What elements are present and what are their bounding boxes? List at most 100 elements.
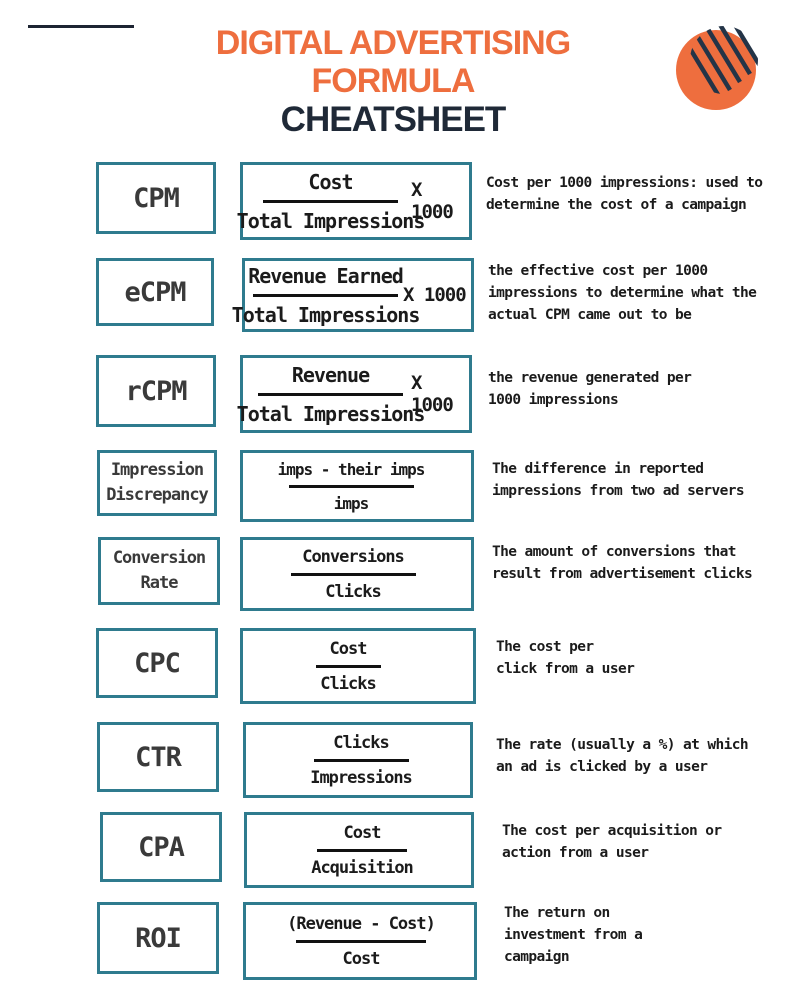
description-line: an ad is clicked by a user	[496, 759, 708, 775]
formula-box: Cost Clicks	[240, 628, 476, 704]
denominator: Total Impressions	[236, 401, 426, 426]
metric-name-line: Impression	[110, 460, 204, 480]
fraction: (Revenue - Cost) Cost	[286, 905, 436, 977]
formula-box: Clicks Impressions	[243, 722, 473, 798]
numerator: Conversions	[302, 546, 405, 567]
metric-description: Cost per 1000 impressions: used to determ…	[486, 172, 763, 216]
description-line: click from a user	[496, 661, 635, 677]
denominator: imps	[333, 493, 370, 513]
formula-box: (Revenue - Cost) Cost	[243, 902, 477, 980]
numerator: Cost	[308, 169, 353, 194]
metric-name-line: Conversion	[112, 548, 206, 568]
metric-name-box: ROI	[97, 902, 219, 974]
numerator: Cost	[329, 638, 368, 659]
description-line: The cost per acquisition or	[502, 823, 722, 839]
metric-name-line: CPC	[134, 647, 181, 679]
multiplier: X 1000	[411, 179, 454, 223]
metric-name-line: Rate	[140, 573, 179, 593]
description-line: action from a user	[502, 845, 649, 861]
denominator: Impressions	[310, 767, 413, 788]
fraction-bar	[258, 392, 403, 396]
fraction-bar	[315, 664, 381, 668]
title-line-3: CHEATSHEET	[280, 100, 507, 139]
denominator: Total Impressions	[236, 208, 426, 233]
description-line: The return on	[504, 905, 610, 921]
denominator: Cost	[342, 948, 381, 969]
numerator: Revenue Earned	[248, 263, 404, 288]
metric-name-line: Discrepancy	[106, 485, 209, 505]
metric-name-box: eCPM	[96, 258, 214, 326]
formula-row: CPC Cost Clicks The cost per click from a…	[0, 628, 800, 704]
formula-row: ROI (Revenue - Cost) Cost The return on i…	[0, 902, 800, 980]
description-line: Cost per 1000 impressions: used to	[486, 175, 763, 191]
fraction: Cost Total Impressions	[237, 165, 426, 237]
formula-box: Conversions Clicks	[240, 537, 474, 611]
description-line: The difference in reported	[492, 461, 704, 477]
circle-stripes-logo-icon	[676, 26, 758, 110]
metric-name-line: CTR	[135, 741, 182, 773]
description-line: determine the cost of a campaign	[486, 197, 747, 213]
metric-description: the revenue generated per 1000 impression…	[488, 367, 692, 411]
formula-box: Cost Total Impressions X 1000	[237, 162, 472, 240]
fraction: Revenue Earned Total Impressions	[232, 261, 421, 329]
fraction-bar	[290, 572, 416, 576]
formula-row: CPA Cost Acquisition The cost per acquis…	[0, 812, 800, 888]
denominator: Total Impressions	[231, 302, 421, 327]
formula-box: Revenue Total Impressions X 1000	[237, 355, 472, 433]
description-line: result from advertisement clicks	[492, 566, 753, 582]
metric-description: The amount of conversions that result fro…	[492, 541, 753, 585]
title-line-1: DIGITAL ADVERTISING	[215, 24, 571, 62]
numerator: Clicks	[333, 732, 389, 753]
metric-name-line: ROI	[135, 922, 182, 954]
fraction-bar	[253, 293, 398, 297]
metric-name-box: CTR	[97, 722, 219, 792]
metric-description: The return on investment from a campaign	[504, 902, 643, 968]
description-line: The rate (usually a %) at which	[496, 737, 749, 753]
header-rule	[28, 25, 134, 28]
fraction: Cost Clicks	[298, 631, 398, 701]
fraction: Clicks Impressions	[291, 725, 431, 795]
fraction: imps - their imps imps	[278, 453, 426, 519]
multiplier: X 1000	[403, 284, 467, 306]
fraction-bar	[288, 484, 414, 488]
metric-description: The cost per click from a user	[496, 636, 635, 680]
description-line: The amount of conversions that	[492, 544, 737, 560]
description-line: impressions to determine what the	[488, 285, 757, 301]
metric-description: The rate (usually a %) at which an ad is …	[496, 734, 749, 778]
formula-row: rCPM Revenue Total Impressions X 1000 th…	[0, 355, 800, 433]
description-line: The cost per	[496, 639, 594, 655]
fraction: Revenue Total Impressions	[237, 358, 426, 430]
formula-row: eCPM Revenue Earned Total Impressions X …	[0, 258, 800, 332]
formula-row: CPM Cost Total Impressions X 1000 Cost p…	[0, 162, 800, 240]
metric-name-box: CPA	[100, 812, 222, 882]
fraction-bar	[313, 758, 409, 762]
description-line: the revenue generated per	[488, 370, 692, 386]
fraction-bar	[317, 848, 407, 852]
metric-name-box: CPM	[96, 162, 216, 234]
metric-description: The cost per acquisition or action from a…	[502, 820, 722, 864]
metric-name-box: rCPM	[96, 355, 216, 427]
numerator: (Revenue - Cost)	[287, 913, 436, 934]
description-line: the effective cost per 1000	[488, 263, 708, 279]
fraction: Cost Acquisition	[292, 815, 432, 885]
multiplier: X 1000	[411, 372, 454, 416]
description-line: 1000 impressions	[488, 392, 619, 408]
numerator: Cost	[343, 822, 382, 843]
denominator: Acquisition	[311, 857, 414, 878]
metric-name-line: CPM	[133, 182, 180, 214]
description-line: campaign	[504, 949, 570, 965]
numerator: Revenue	[291, 362, 370, 387]
title-line-2: FORMULA	[311, 62, 476, 100]
description-line: investment from a	[504, 927, 643, 943]
fraction-bar	[263, 199, 398, 203]
formula-box: imps - their imps imps	[240, 450, 474, 522]
metric-name-box: CPC	[96, 628, 218, 698]
metric-name-line: rCPM	[125, 375, 187, 407]
metric-name-line: CPA	[138, 831, 185, 863]
metric-description: the effective cost per 1000 impressions t…	[488, 260, 757, 326]
